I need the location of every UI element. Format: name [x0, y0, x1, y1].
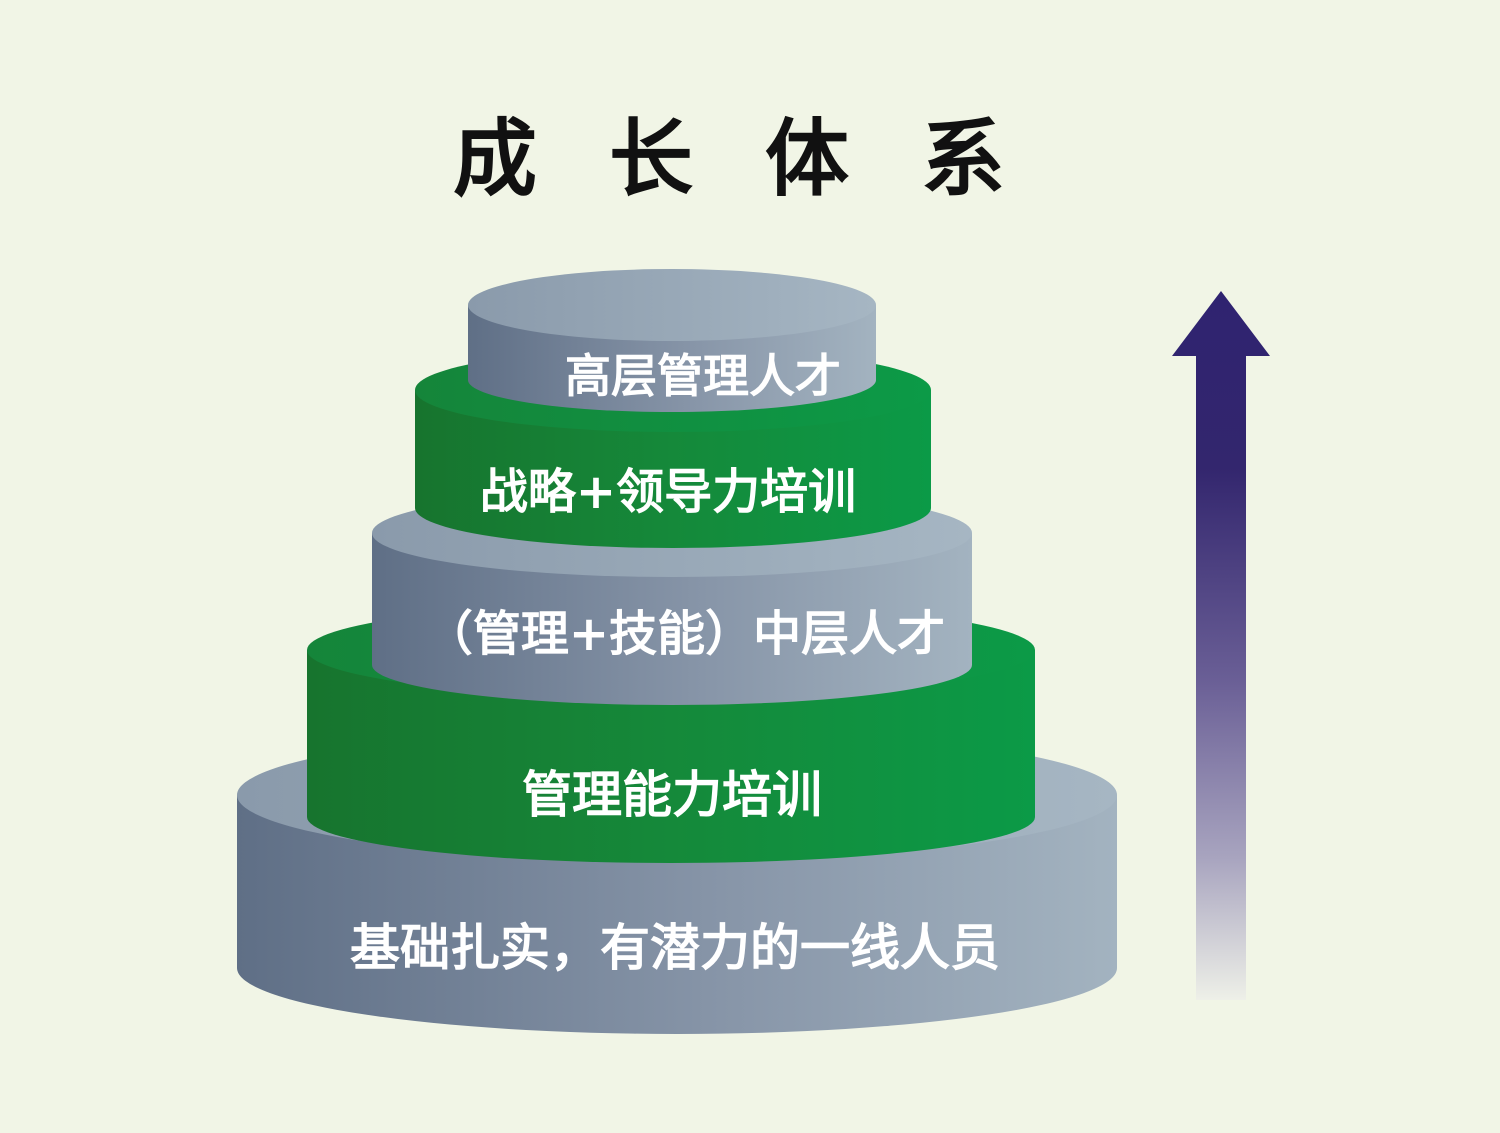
tier-5-label: 高层管理人才 — [565, 349, 841, 403]
tier-2-label: 管理能力培训 — [522, 766, 822, 824]
up-arrow-icon — [1172, 291, 1270, 1000]
tier-4-label: 战略+领导力培训 — [480, 464, 856, 520]
tier-1-label: 基础扎实，有潜力的一线人员 — [350, 919, 1000, 977]
tier-5-senior-management: 高层管理人才 — [468, 269, 876, 412]
tier-3-label: （管理+技能）中层人才 — [425, 606, 945, 662]
diagram-title: 成长体系 — [452, 109, 1077, 208]
